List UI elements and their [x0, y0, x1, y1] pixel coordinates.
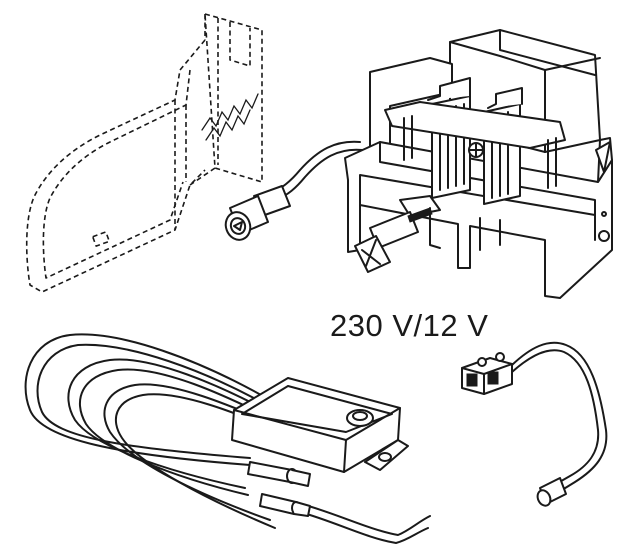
power-supply-assembly [24, 333, 431, 544]
terminal-block-assembly [461, 341, 608, 507]
urinal-outline [25, 13, 263, 293]
solenoid-valve-assembly [344, 29, 613, 299]
voltage-label: 230 V/12 V [330, 308, 489, 343]
sensor-plug [224, 140, 363, 241]
